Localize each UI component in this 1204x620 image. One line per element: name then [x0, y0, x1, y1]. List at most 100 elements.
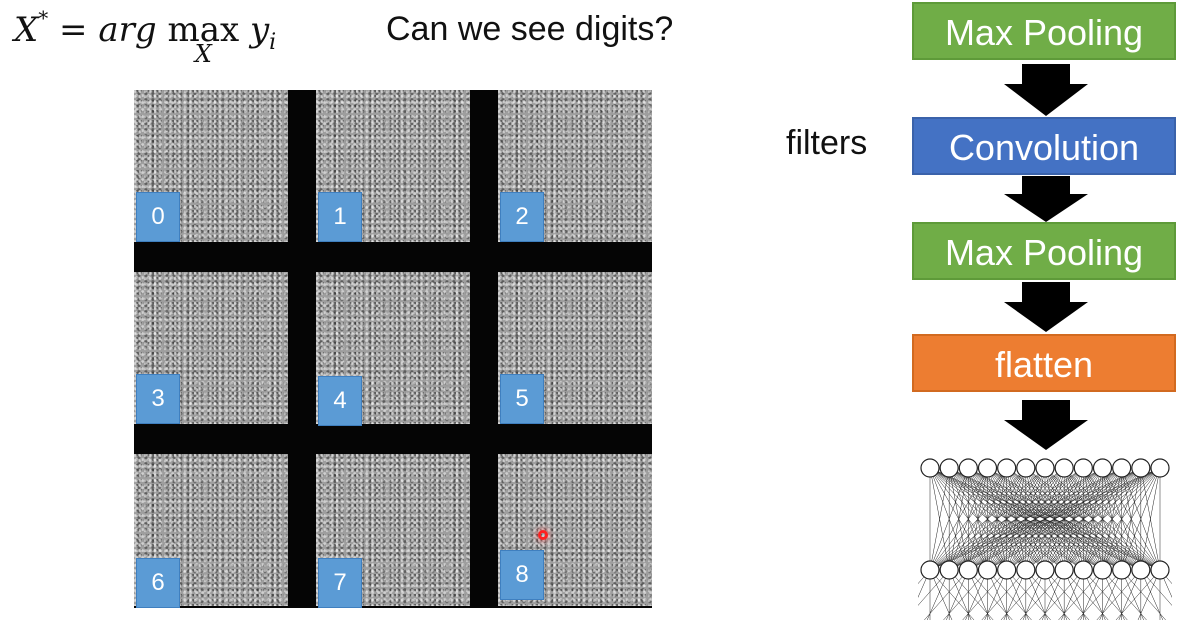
- neuron-top-row: [1131, 458, 1151, 478]
- digit-image-grid: 0 1 2 3 4 5 6 7 8: [134, 90, 652, 608]
- connection-line: [929, 467, 1007, 571]
- formula-max-text: max: [167, 10, 240, 50]
- connection-line: [1039, 569, 1084, 620]
- filters-label: filters: [786, 124, 868, 162]
- neuron-bottom-row: [958, 560, 978, 580]
- fully-connected-network: [918, 458, 1172, 620]
- grid-cell-4: [316, 272, 470, 424]
- formula-subscript: i: [269, 30, 277, 55]
- connection-line: [929, 467, 988, 571]
- connection-line: [1102, 467, 1161, 571]
- connection-line: [929, 467, 1161, 571]
- neuron-bottom-row: [1150, 560, 1170, 580]
- connection-line: [929, 467, 1103, 571]
- connection-line: [962, 569, 1007, 620]
- connection-line: [987, 569, 1032, 620]
- connection-line: [1096, 569, 1142, 620]
- down-arrow-icon: [1004, 64, 1088, 116]
- neuron-bottom-row: [977, 560, 998, 580]
- neuron-top-row: [1054, 458, 1074, 478]
- connection-line: [1121, 467, 1161, 571]
- connection-line: [987, 467, 1161, 571]
- digit-label-3: 3: [136, 374, 180, 424]
- connection-line: [1077, 569, 1122, 620]
- neuron-top-row: [1112, 458, 1132, 478]
- connection-line: [1063, 569, 1109, 620]
- digit-label-6: 6: [136, 558, 180, 608]
- connection-line: [1006, 569, 1051, 620]
- digit-label-2: 2: [500, 192, 544, 242]
- neuron-bottom-row: [920, 560, 940, 580]
- connection-line: [1044, 569, 1090, 620]
- connection-line: [948, 569, 994, 620]
- digit-label-7: 7: [318, 558, 362, 608]
- layer-convolution: Convolution: [912, 117, 1176, 175]
- connection-line: [1025, 467, 1161, 571]
- neuron-top-row: [1016, 458, 1036, 478]
- connection-line: [968, 467, 1161, 571]
- formula-equals: =: [59, 10, 88, 50]
- connection-line: [918, 569, 950, 606]
- formula-star: *: [38, 6, 49, 30]
- connection-line: [929, 467, 1046, 571]
- connection-line: [918, 569, 931, 585]
- grid-cell-8: [498, 454, 652, 606]
- connection-line: [968, 569, 1013, 620]
- connection-line: [1102, 569, 1147, 620]
- neuron-bottom-row: [1112, 560, 1132, 580]
- connection-line: [1083, 569, 1128, 620]
- neuron-top-row: [997, 458, 1017, 478]
- neuron-top-row: [958, 458, 978, 478]
- connection-line: [943, 569, 988, 620]
- connection-line: [1058, 569, 1103, 620]
- network-connections: [918, 467, 1172, 620]
- connection-line: [1159, 569, 1172, 585]
- connection-line: [1044, 467, 1161, 571]
- digit-label-4: 4: [318, 376, 362, 426]
- layer-max-pooling-2: Max Pooling: [912, 222, 1176, 280]
- neuron-bottom-row: [1035, 560, 1055, 580]
- neuron-top-row: [1073, 458, 1093, 478]
- neuron-bottom-row: [997, 560, 1017, 580]
- neuron-bottom-row: [1054, 560, 1074, 580]
- down-arrow-icon: [1004, 282, 1088, 332]
- neuron-bottom-row: [939, 560, 959, 580]
- connection-line: [1121, 569, 1166, 620]
- connection-line: [1000, 569, 1046, 620]
- connection-line: [1019, 569, 1065, 620]
- connection-line: [929, 467, 1122, 571]
- connection-line: [929, 467, 1141, 571]
- digit-label-1: 1: [318, 192, 362, 242]
- layer-max-pooling-1: Max Pooling: [912, 2, 1176, 60]
- connection-line: [1025, 569, 1071, 620]
- neuron-top-row: [1035, 458, 1055, 478]
- connection-line: [1140, 569, 1172, 606]
- digit-label-8: 8: [500, 550, 544, 600]
- neuron-top-row: [1150, 458, 1170, 478]
- neuron-bottom-row: [1131, 560, 1151, 580]
- connection-line: [929, 467, 1027, 571]
- neuron-top-row: [977, 458, 998, 478]
- formula-max-under: X: [194, 40, 212, 68]
- connection-line: [949, 467, 1161, 571]
- connection-line: [929, 467, 1065, 571]
- down-arrow-icon: [1004, 400, 1088, 450]
- connection-line: [924, 569, 969, 620]
- connection-line: [929, 467, 950, 571]
- connection-line: [981, 569, 1027, 620]
- neuron-top-row: [939, 458, 959, 478]
- connection-line: [929, 467, 1084, 571]
- neuron-bottom-row: [1073, 560, 1093, 580]
- down-arrow-icon: [1004, 176, 1088, 222]
- formula-arg: arg: [98, 10, 157, 50]
- connection-line: [929, 467, 969, 571]
- connection-line: [1006, 467, 1161, 571]
- mouse-cursor-icon: [538, 530, 548, 540]
- layer-flatten: flatten: [912, 334, 1176, 392]
- grid-cell-0: [134, 90, 288, 242]
- connection-line: [1083, 467, 1161, 571]
- neuron-bottom-row: [1016, 560, 1036, 580]
- formula-x: X: [14, 10, 39, 50]
- question-text: Can we see digits?: [386, 10, 674, 48]
